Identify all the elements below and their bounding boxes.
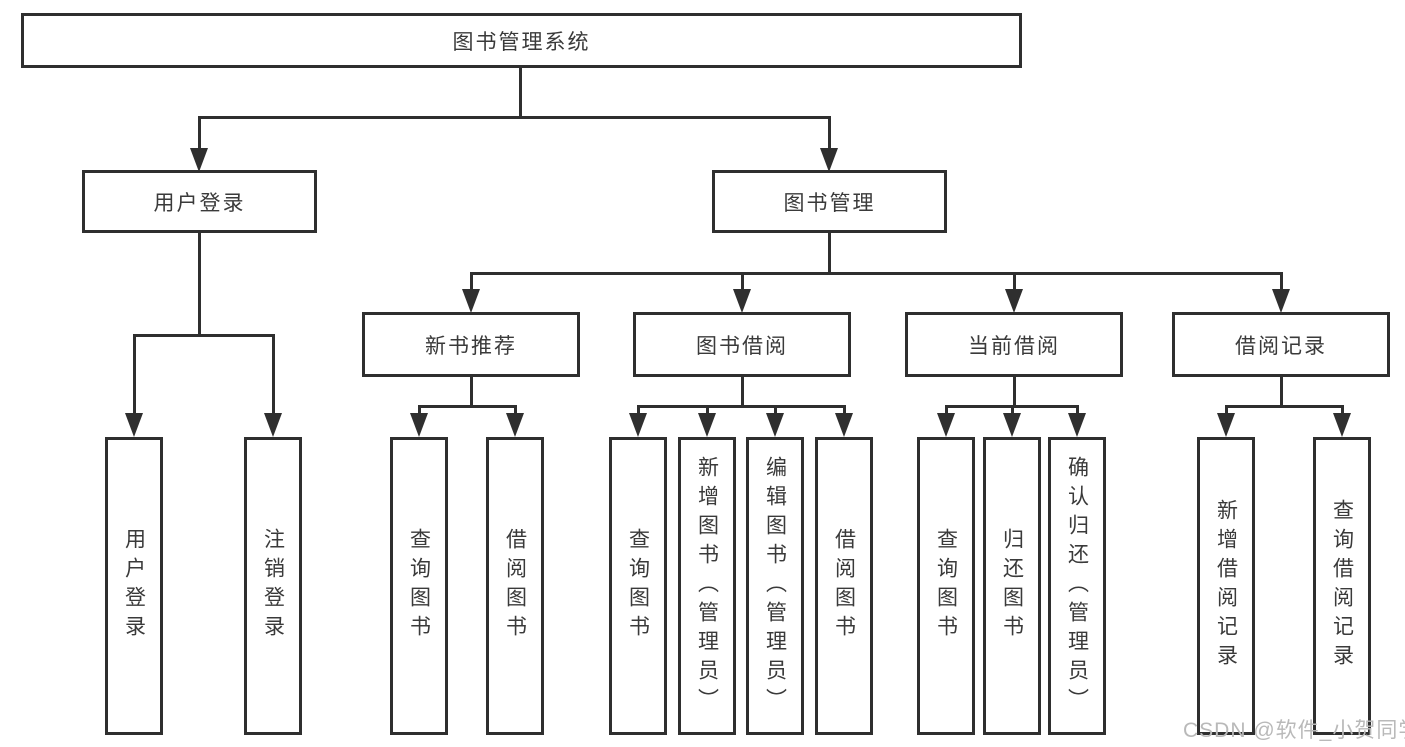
leaf-recommend-borrow-books: 借阅图书: [486, 437, 544, 735]
arrow-down: [820, 148, 838, 172]
arrow-down: [1068, 413, 1086, 437]
node-book-management: 图书管理: [712, 170, 947, 233]
edge-to-book-management: [828, 116, 831, 149]
leaf-borrow-borrow-books-label: 借阅图书: [832, 528, 856, 644]
arrow-down: [698, 413, 716, 437]
node-book-management-label: 图书管理: [783, 191, 876, 215]
csdn-watermark: CSDN @软件_小贺同学: [1183, 719, 1405, 742]
leaf-borrow-query-books: 查询图书: [609, 437, 667, 735]
edge-to-current-borrow: [1013, 272, 1016, 290]
leaf-borrow-borrow-books: 借阅图书: [815, 437, 873, 735]
leaf-logout: 注销登录: [244, 437, 302, 735]
arrow-down: [629, 413, 647, 437]
edge-root-split: [198, 116, 831, 119]
leaf-records-add-record-label: 新增借阅记录: [1214, 499, 1238, 673]
leaf-borrow-add-books-admin: 新增图书（管理员）: [678, 437, 736, 735]
node-new-book-recommend: 新书推荐: [362, 312, 580, 377]
edge-root-stem: [519, 68, 522, 118]
edge-to-recommend-query: [418, 405, 421, 415]
edge-to-records-add: [1225, 405, 1228, 415]
edge-borrow-split: [637, 405, 846, 408]
leaf-logout-label: 注销登录: [261, 528, 285, 644]
edge-recommend-stem: [470, 377, 473, 408]
leaf-records-query-record: 查询借阅记录: [1313, 437, 1371, 735]
edge-user-login-split: [133, 334, 275, 337]
edge-to-new-book-recommend: [470, 272, 473, 290]
edge-to-borrow-edit: [774, 405, 777, 415]
leaf-borrow-query-books-label: 查询图书: [626, 528, 650, 644]
arrow-down: [835, 413, 853, 437]
node-borrow-records: 借阅记录: [1172, 312, 1390, 377]
edge-to-records-query: [1341, 405, 1344, 415]
leaf-records-add-record: 新增借阅记录: [1197, 437, 1255, 735]
leaf-current-query-books: 查询图书: [917, 437, 975, 735]
arrow-down: [190, 148, 208, 172]
leaf-recommend-query-books: 查询图书: [390, 437, 448, 735]
arrow-down: [1272, 289, 1290, 313]
edge-to-current-confirm: [1076, 405, 1079, 415]
edge-borrow-stem: [741, 377, 744, 408]
node-book-borrow-label: 图书借阅: [696, 334, 788, 358]
leaf-current-return-books-label: 归还图书: [1000, 528, 1024, 644]
leaf-user-login: 用户登录: [105, 437, 163, 735]
leaf-borrow-edit-books-admin-label: 编辑图书（管理员）: [763, 455, 787, 717]
node-library-system: 图书管理系统: [21, 13, 1022, 68]
edge-recommend-split: [418, 405, 517, 408]
edge-records-split: [1225, 405, 1344, 408]
edge-to-borrow-borrow: [843, 405, 846, 415]
arrow-down: [766, 413, 784, 437]
arrow-down: [937, 413, 955, 437]
edge-to-leaf-logout: [272, 334, 275, 414]
arrow-down: [1217, 413, 1235, 437]
leaf-current-return-books: 归还图书: [983, 437, 1041, 735]
leaf-current-confirm-return-admin: 确认归还（管理员）: [1048, 437, 1106, 735]
edge-to-leaf-user-login: [133, 334, 136, 414]
edge-to-recommend-borrow: [514, 405, 517, 415]
arrow-down: [1003, 413, 1021, 437]
edge-book-management-stem: [828, 233, 831, 275]
node-user-login-label: 用户登录: [153, 191, 246, 215]
leaf-current-query-books-label: 查询图书: [934, 528, 958, 644]
edge-to-current-return: [1011, 405, 1014, 415]
edge-to-borrow-records: [1280, 272, 1283, 290]
arrow-down: [1333, 413, 1351, 437]
node-borrow-records-label: 借阅记录: [1235, 334, 1327, 358]
edge-to-book-borrow: [741, 272, 744, 290]
leaf-current-confirm-return-admin-label: 确认归还（管理员）: [1065, 455, 1089, 717]
node-new-book-recommend-label: 新书推荐: [425, 334, 517, 358]
node-book-borrow: 图书借阅: [633, 312, 851, 377]
edge-to-borrow-query: [637, 405, 640, 415]
arrow-down: [506, 413, 524, 437]
leaf-records-query-record-label: 查询借阅记录: [1330, 499, 1354, 673]
leaf-recommend-borrow-books-label: 借阅图书: [503, 528, 527, 644]
edge-user-login-stem: [198, 233, 201, 336]
edge-to-borrow-add: [706, 405, 709, 415]
arrow-down: [1005, 289, 1023, 313]
leaf-recommend-query-books-label: 查询图书: [407, 528, 431, 644]
arrow-down: [264, 413, 282, 437]
arrow-down: [125, 413, 143, 437]
leaf-borrow-edit-books-admin: 编辑图书（管理员）: [746, 437, 804, 735]
edge-to-user-login: [198, 116, 201, 149]
edge-book-management-split: [470, 272, 1283, 275]
arrow-down: [462, 289, 480, 313]
leaf-user-login-label: 用户登录: [122, 528, 146, 644]
leaf-borrow-add-books-admin-label: 新增图书（管理员）: [695, 455, 719, 717]
arrow-down: [410, 413, 428, 437]
node-user-login: 用户登录: [82, 170, 317, 233]
node-library-system-label: 图书管理系统: [452, 30, 591, 54]
edge-records-stem: [1280, 377, 1283, 408]
edge-current-stem: [1013, 377, 1016, 408]
arrow-down: [733, 289, 751, 313]
node-current-borrow: 当前借阅: [905, 312, 1123, 377]
edge-to-current-query: [945, 405, 948, 415]
node-current-borrow-label: 当前借阅: [968, 334, 1060, 358]
